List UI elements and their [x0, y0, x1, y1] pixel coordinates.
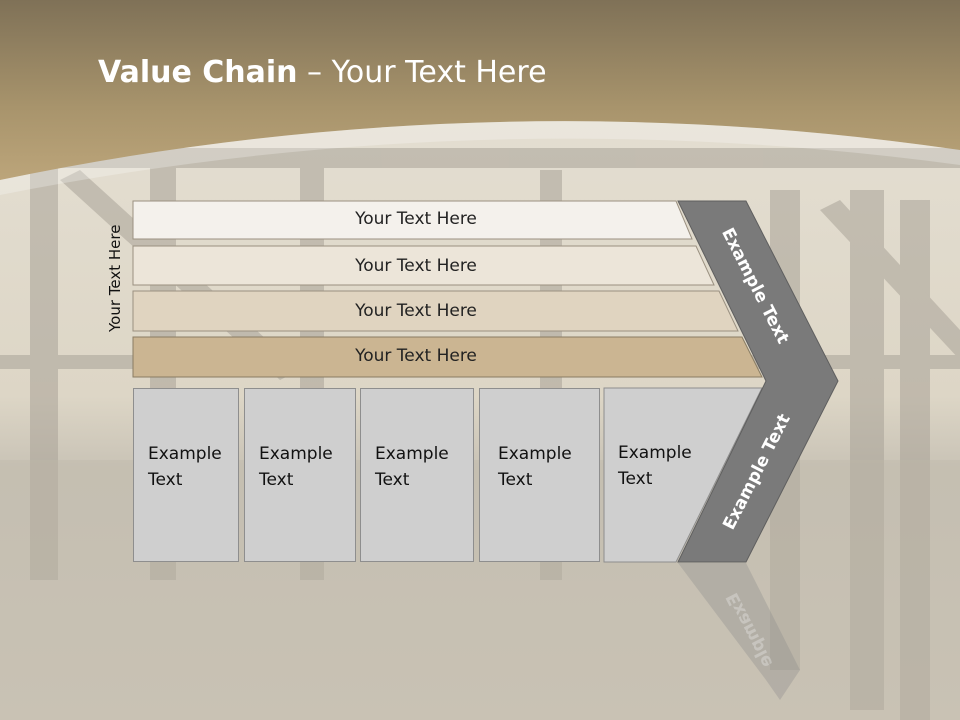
box-1-line2: Text [148, 470, 183, 490]
box-2-reflection [244, 563, 356, 720]
chevron-reflection [678, 563, 800, 700]
slide-title: Value Chain – Your Text Here [98, 55, 547, 90]
box-3-reflection [360, 563, 474, 720]
box-5-shape [603, 387, 763, 563]
box-4-line1: Example [498, 444, 572, 464]
box-5-line2: Text [618, 469, 653, 489]
box-1-reflection [133, 563, 239, 720]
box-2-line2: Text [259, 470, 294, 490]
title-rest: – Your Text Here [297, 55, 547, 90]
bar-3-shape [132, 290, 739, 332]
bar-2-shape [132, 245, 715, 286]
box-3-line2: Text [375, 470, 410, 490]
box-4-reflection [479, 563, 600, 720]
bar-3-label: Your Text Here [355, 301, 477, 321]
title-bold: Value Chain [98, 55, 298, 90]
box-4-line2: Text [498, 470, 533, 490]
bar-4-label: Your Text Here [355, 346, 477, 366]
bar-4-shape [132, 336, 763, 378]
box-2-line1: Example [259, 444, 333, 464]
bar-2-label: Your Text Here [355, 256, 477, 276]
box-5-line1: Example [618, 443, 692, 463]
bar-1-shape [132, 200, 693, 240]
box-3-line1: Example [375, 444, 449, 464]
bar-1-label: Your Text Here [355, 209, 477, 229]
box-1-line1: Example [148, 444, 222, 464]
chevron-shape [677, 200, 839, 563]
box-5-reflection [604, 563, 714, 720]
